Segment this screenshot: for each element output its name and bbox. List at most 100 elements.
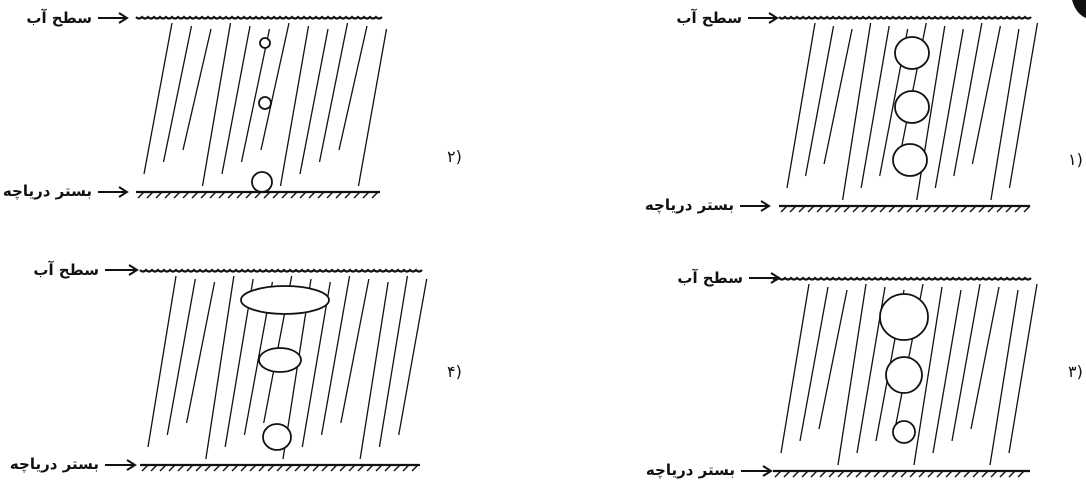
ground-tick bbox=[843, 205, 851, 213]
option-number: ۲) bbox=[447, 147, 462, 166]
corner-mark bbox=[1072, 0, 1086, 18]
ground-tick bbox=[218, 191, 226, 199]
ground-tick bbox=[267, 464, 275, 472]
ground-tick bbox=[159, 464, 167, 472]
surface-arrow-icon bbox=[98, 12, 129, 24]
ground-tick bbox=[371, 191, 379, 199]
water-surface-label: سطح آب bbox=[676, 9, 742, 27]
ground-tick bbox=[326, 191, 334, 199]
ground-tick bbox=[344, 191, 352, 199]
ground-tick bbox=[873, 470, 881, 478]
panel-option-3: سطح آب بستر دریاچه ۳) bbox=[646, 269, 1083, 480]
ground-tick bbox=[945, 470, 953, 478]
ground-tick bbox=[299, 191, 307, 199]
ground-tick bbox=[954, 470, 962, 478]
hatch-line bbox=[841, 22, 872, 201]
ground-tick bbox=[339, 464, 347, 472]
bed-arrow-icon bbox=[741, 465, 773, 477]
lake-bed-label: بستر دریاچه bbox=[646, 461, 735, 480]
hatch-line bbox=[780, 283, 810, 454]
ground-tick bbox=[146, 191, 154, 199]
hatch-line bbox=[860, 25, 890, 189]
ground-tick bbox=[879, 205, 887, 213]
hatch-line bbox=[799, 286, 829, 442]
ground-tick bbox=[294, 464, 302, 472]
hatch-line bbox=[338, 25, 368, 151]
hatch-line bbox=[162, 25, 193, 163]
ground-tick bbox=[963, 470, 971, 478]
ground-tick bbox=[303, 464, 311, 472]
hatch-line bbox=[201, 22, 232, 187]
lake-bed-label: بستر دریاچه bbox=[3, 182, 92, 201]
gas-bubble bbox=[894, 36, 930, 70]
option-number: ۳) bbox=[1068, 362, 1083, 381]
water-surface-line bbox=[778, 15, 1032, 20]
ground-tick bbox=[137, 191, 145, 199]
hatch-line bbox=[932, 289, 962, 454]
ground-tick bbox=[1005, 205, 1013, 213]
gas-bubble bbox=[885, 356, 923, 394]
ground-tick bbox=[353, 191, 361, 199]
hatch-line bbox=[934, 28, 964, 189]
ground-tick bbox=[846, 470, 854, 478]
hatch-line bbox=[221, 25, 251, 175]
panel-option-2: سطح آب بستر دریاچه ۲) bbox=[3, 9, 462, 201]
ground-tick bbox=[936, 470, 944, 478]
hatch-line bbox=[359, 281, 389, 460]
ground-tick bbox=[191, 191, 199, 199]
ground-tick bbox=[909, 470, 917, 478]
ground-tick bbox=[141, 464, 149, 472]
ground-tick bbox=[978, 205, 986, 213]
ground-tick bbox=[402, 464, 410, 472]
gas-bubble bbox=[240, 285, 330, 315]
ground-tick bbox=[897, 205, 905, 213]
ground-tick bbox=[177, 464, 185, 472]
water-surface-label: سطح آب bbox=[677, 269, 743, 287]
gas-bubble bbox=[258, 96, 272, 110]
ground-tick bbox=[276, 464, 284, 472]
ground-tick bbox=[272, 191, 280, 199]
gas-bubble bbox=[894, 90, 930, 124]
ground-tick bbox=[960, 205, 968, 213]
ground-tick bbox=[780, 205, 788, 213]
ground-tick bbox=[906, 205, 914, 213]
hatch-line bbox=[913, 286, 943, 466]
ground-tick bbox=[1008, 470, 1016, 478]
ground-tick bbox=[200, 191, 208, 199]
water-hatching bbox=[143, 22, 388, 187]
ground-tick bbox=[168, 464, 176, 472]
ground-tick bbox=[290, 191, 298, 199]
hatch-line bbox=[990, 28, 1020, 201]
ground-tick bbox=[798, 205, 806, 213]
water-surface-label: سطح آب bbox=[26, 9, 92, 27]
ground-tick bbox=[182, 191, 190, 199]
hatch-line bbox=[205, 275, 235, 460]
ground-tick bbox=[195, 464, 203, 472]
ground-tick bbox=[834, 205, 842, 213]
ground-hatching bbox=[774, 470, 1025, 478]
water-surface-line bbox=[772, 276, 1032, 281]
water-surface-label: سطح آب bbox=[33, 261, 99, 279]
ground-tick bbox=[972, 470, 980, 478]
hatch-line bbox=[357, 28, 388, 187]
ground-tick bbox=[924, 205, 932, 213]
ground-tick bbox=[810, 470, 818, 478]
ground-tick bbox=[807, 205, 815, 213]
hatch-line bbox=[318, 22, 349, 163]
bubble-group bbox=[879, 293, 929, 444]
ground-tick bbox=[335, 191, 343, 199]
ground-tick bbox=[281, 191, 289, 199]
bed-arrow-icon bbox=[740, 200, 771, 212]
ground-tick bbox=[227, 191, 235, 199]
ground-tick bbox=[150, 464, 158, 472]
hatch-line bbox=[279, 25, 310, 187]
hatch-line bbox=[804, 25, 835, 177]
hatch-line bbox=[953, 22, 983, 177]
ground-tick bbox=[951, 205, 959, 213]
hatch-line bbox=[320, 275, 351, 436]
ground-hatching bbox=[141, 464, 419, 472]
ground-tick bbox=[774, 470, 782, 478]
hatch-line bbox=[989, 289, 1019, 466]
hatch-line bbox=[1008, 283, 1038, 454]
ground-tick bbox=[173, 191, 181, 199]
